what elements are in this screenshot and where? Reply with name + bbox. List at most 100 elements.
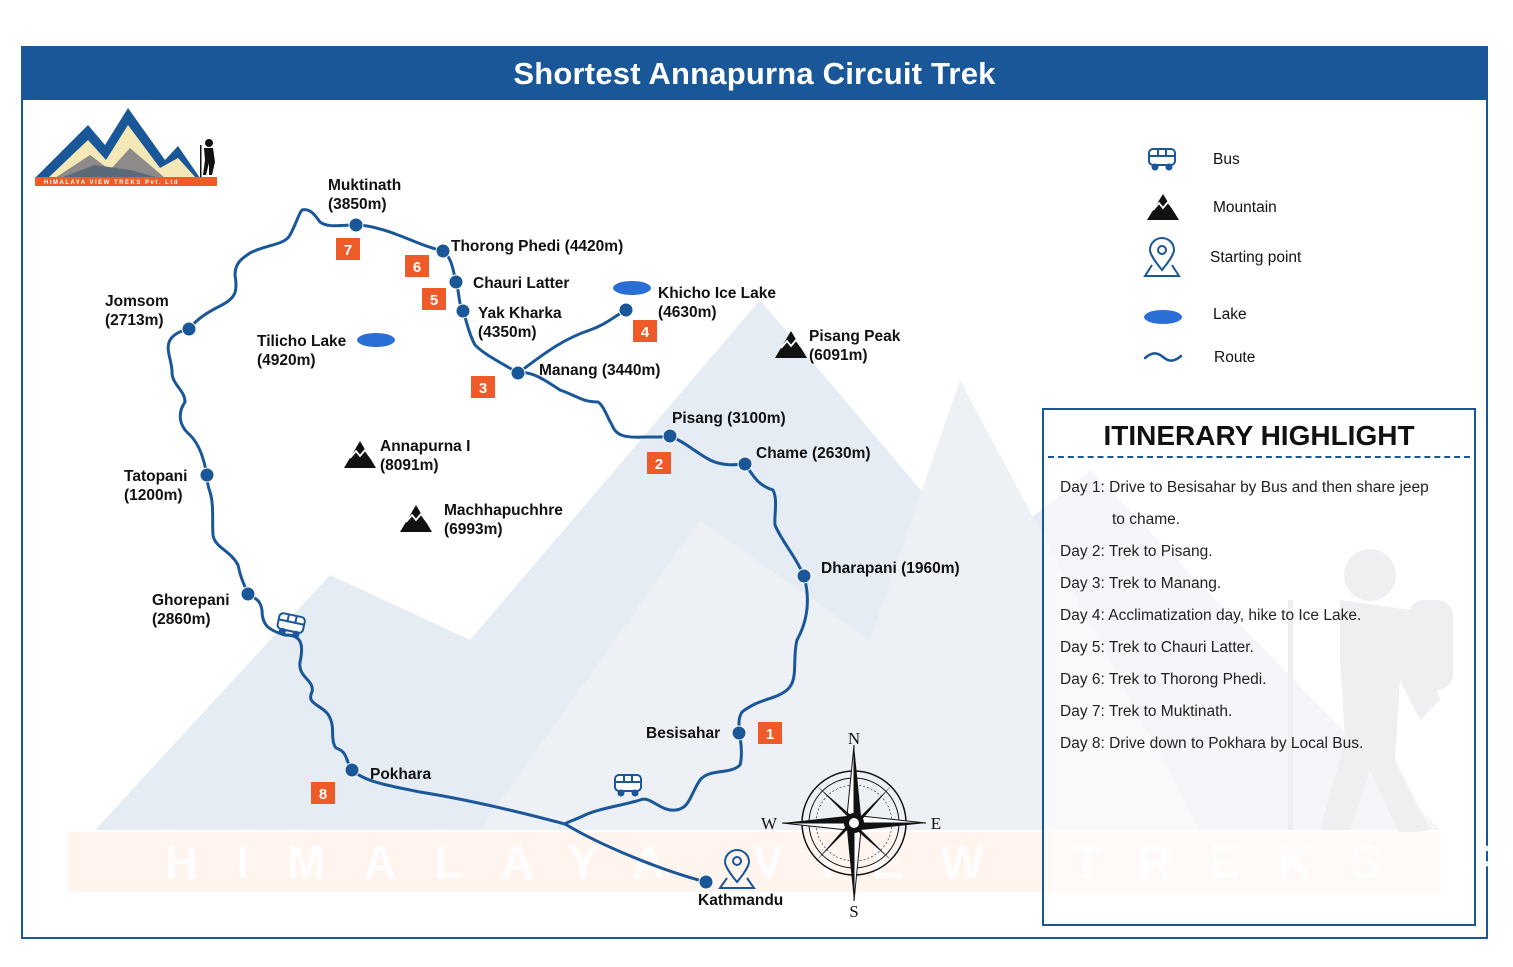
legend-label-bus: Bus xyxy=(1213,151,1240,168)
itinerary-day-5: Day 5: Trek to Chauri Latter. xyxy=(1060,639,1254,656)
legend-bus-icon xyxy=(1148,148,1176,171)
label-machhapuchhre: Machhapuchhre xyxy=(444,502,563,519)
svg-text:7: 7 xyxy=(344,242,352,259)
label-pisang-peak-elev: (6091m) xyxy=(809,347,868,364)
day-badge-1: 1 xyxy=(758,722,782,744)
legend-label-route: Route xyxy=(1214,349,1255,366)
mountain-icon xyxy=(775,331,807,358)
dot-chame[interactable] xyxy=(737,456,753,472)
label-tilicho-lake-elev: (4920m) xyxy=(257,352,316,369)
svg-text:2: 2 xyxy=(655,456,663,473)
day-badge-2: 2 xyxy=(647,452,671,474)
legend-label-starting-point: Starting point xyxy=(1210,249,1302,266)
dot-pisang[interactable] xyxy=(662,428,678,444)
compass-south: S xyxy=(849,902,858,921)
svg-text:6: 6 xyxy=(413,259,421,276)
day-badge-5: 5 xyxy=(422,288,446,310)
dot-jomsom[interactable] xyxy=(181,321,197,337)
itinerary-day-3: Day 3: Trek to Manang. xyxy=(1060,575,1222,592)
label-tilicho-lake: Tilicho Lake xyxy=(257,333,347,350)
dot-thorong-phedi[interactable] xyxy=(435,243,451,259)
dot-muktinath[interactable] xyxy=(348,217,364,233)
label-tatopani-elev: (1200m) xyxy=(124,487,183,504)
dot-manang[interactable] xyxy=(510,365,526,381)
day-badges: 1 2 3 4 5 6 7 8 xyxy=(311,238,782,804)
label-yak-kharka-elev: (4350m) xyxy=(478,324,537,341)
page-title: Shortest Annapurna Circuit Trek xyxy=(513,56,996,91)
company-logo: HIMALAYA VIEW TREKS Pvt. Ltd xyxy=(35,108,217,186)
dot-tatopani[interactable] xyxy=(199,467,215,483)
svg-text:8: 8 xyxy=(319,786,327,803)
mountain-icon xyxy=(400,505,432,532)
itinerary-day-4: Day 4: Acclimatization day, hike to Ice … xyxy=(1060,607,1362,624)
label-khicho-ice-lake: Khicho Ice Lake xyxy=(658,285,776,302)
label-ghorepani-elev: (2860m) xyxy=(152,611,211,628)
dot-ghorepani[interactable] xyxy=(240,586,256,602)
legend-route-icon xyxy=(1143,352,1183,362)
label-pisang: Pisang (3100m) xyxy=(672,410,786,427)
itinerary-title: ITINERARY HIGHLIGHT xyxy=(1103,420,1415,451)
itinerary-day-8: Day 8: Drive down to Pokhara by Local Bu… xyxy=(1060,735,1364,752)
day-badge-4: 4 xyxy=(633,320,657,342)
dot-yak-kharka[interactable] xyxy=(455,303,471,319)
lake-icon xyxy=(613,281,651,295)
label-machhapuchhre-elev: (6993m) xyxy=(444,521,503,538)
label-chame: Chame (2630m) xyxy=(756,445,871,462)
legend-lake-icon xyxy=(1144,310,1182,324)
legend-mountain-icon xyxy=(1147,194,1179,220)
dot-khicho-ice-lake[interactable] xyxy=(618,302,634,318)
itinerary-day-7: Day 7: Trek to Muktinath. xyxy=(1060,703,1233,720)
title-bar: Shortest Annapurna Circuit Trek xyxy=(23,48,1486,100)
location-dots xyxy=(181,217,812,890)
svg-text:3: 3 xyxy=(479,380,487,397)
itinerary-day-1: Day 1: Drive to Besisahar by Bus and the… xyxy=(1060,479,1429,528)
logo-text: HIMALAYA VIEW TREKS Pvt. Ltd xyxy=(44,180,179,186)
label-khicho-ice-lake-elev: (4630m) xyxy=(658,304,717,321)
logo-trekker-icon xyxy=(200,139,215,177)
dot-besisahar[interactable] xyxy=(731,725,747,741)
svg-text:1: 1 xyxy=(766,726,774,743)
legend-starting-point-icon xyxy=(1143,237,1181,277)
itinerary-day-2: Day 2: Trek to Pisang. xyxy=(1060,543,1213,560)
label-yak-kharka: Yak Kharka xyxy=(478,305,562,322)
label-chauri-latter: Chauri Latter xyxy=(473,275,569,292)
compass-rose: N S E W xyxy=(761,729,941,921)
label-jomsom-elev: (2713m) xyxy=(105,312,164,329)
bus-icon xyxy=(614,774,642,797)
mountain-icon xyxy=(344,441,376,468)
dot-dharapani[interactable] xyxy=(796,568,812,584)
itinerary-day-6: Day 6: Trek to Thorong Phedi. xyxy=(1060,671,1267,688)
svg-text:5: 5 xyxy=(430,292,438,309)
day-badge-7: 7 xyxy=(336,238,360,260)
legend-label-lake: Lake xyxy=(1213,306,1247,323)
lake-icon xyxy=(357,333,395,347)
label-muktinath: Muktinath xyxy=(328,177,401,194)
label-kathmandu: Kathmandu xyxy=(698,892,783,909)
legend: Bus Mountain Starting point Lake Route xyxy=(1143,148,1302,366)
dot-kathmandu[interactable] xyxy=(698,874,714,890)
label-jomsom: Jomsom xyxy=(105,293,169,310)
day-badge-6: 6 xyxy=(405,255,429,277)
label-ghorepani: Ghorepani xyxy=(152,592,230,609)
label-besisahar: Besisahar xyxy=(646,725,720,742)
label-tatopani: Tatopani xyxy=(124,468,187,485)
itinerary-divider xyxy=(1048,456,1470,458)
label-muktinath-elev: (3850m) xyxy=(328,196,387,213)
label-thorong-phedi: Thorong Phedi (4420m) xyxy=(451,238,623,255)
label-pokhara: Pokhara xyxy=(370,766,432,783)
itinerary-list: Day 1: Drive to Besisahar by Bus and the… xyxy=(1044,472,1474,760)
dot-pokhara[interactable] xyxy=(344,762,360,778)
compass-west: W xyxy=(761,814,778,833)
label-manang: Manang (3440m) xyxy=(539,362,660,379)
day-badge-8: 8 xyxy=(311,782,335,804)
label-annapurna: Annapurna I xyxy=(380,438,470,455)
label-annapurna-elev: (8091m) xyxy=(380,457,439,474)
starting-point-icon xyxy=(718,849,756,889)
itinerary-panel: ITINERARY HIGHLIGHT Day 1: Drive to Besi… xyxy=(1042,408,1476,926)
label-dharapani: Dharapani (1960m) xyxy=(821,560,960,577)
compass-north: N xyxy=(848,729,860,748)
svg-text:4: 4 xyxy=(641,324,650,341)
dot-chauri-latter[interactable] xyxy=(448,274,464,290)
bus-icon xyxy=(276,612,306,638)
compass-east: E xyxy=(931,814,941,833)
